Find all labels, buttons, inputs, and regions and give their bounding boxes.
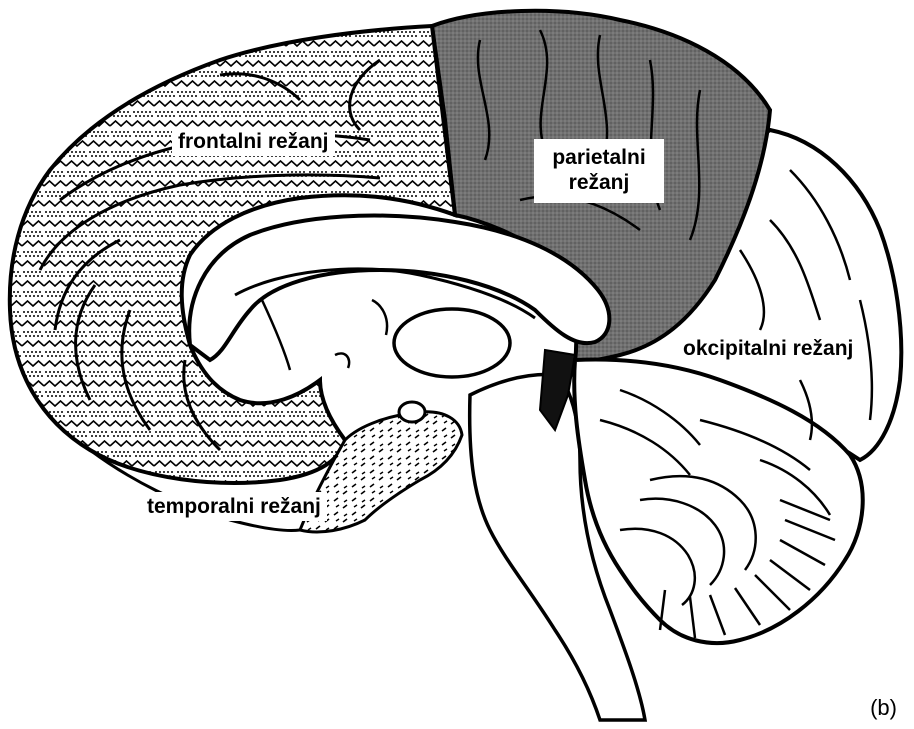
panel-tag: (b) — [870, 695, 897, 721]
frontal-lobe-label: frontalni režanj — [172, 127, 335, 156]
parietal-label-line2: režanj — [534, 170, 664, 195]
occipital-lobe-label: okcipitalni režanj — [677, 334, 859, 363]
pituitary — [399, 402, 425, 422]
temporal-lobe-label: temporalni režanj — [141, 492, 327, 521]
parietal-lobe-label: parietalni režanj — [534, 139, 664, 203]
thalamus — [394, 309, 510, 377]
parietal-label-line1: parietalni — [534, 145, 664, 170]
